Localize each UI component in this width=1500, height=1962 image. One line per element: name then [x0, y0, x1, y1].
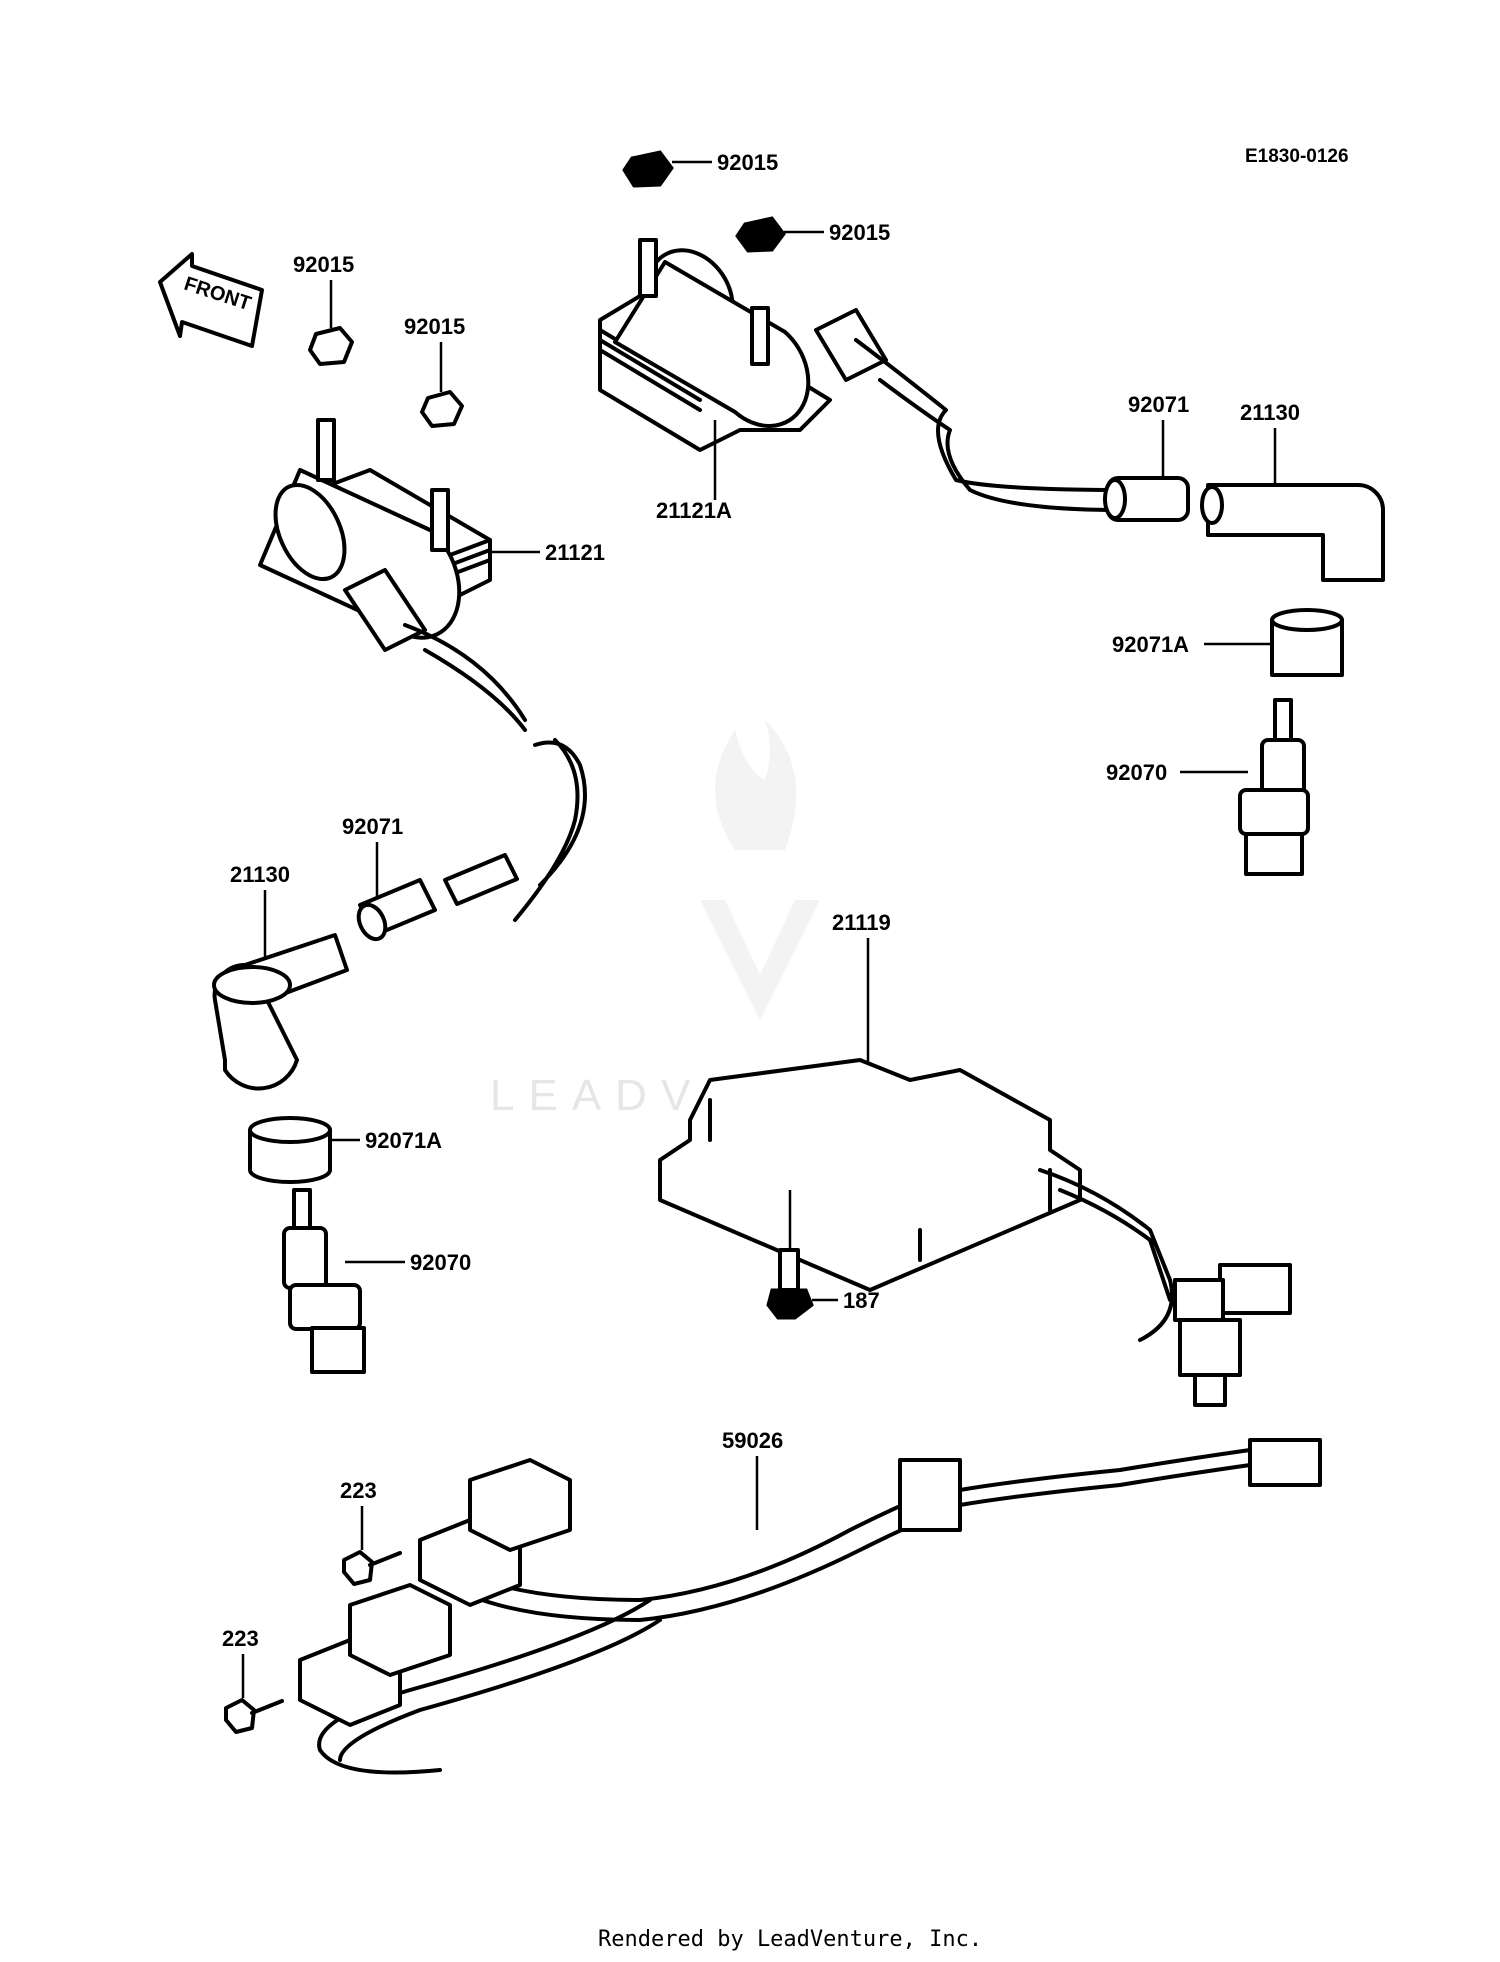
- nut-92015-upper-right: 92015: [735, 216, 890, 253]
- front-arrow-icon: FRONT: [158, 252, 264, 348]
- svg-text:21121: 21121: [545, 540, 605, 565]
- sleeve-92071-left: 92071: [342, 814, 519, 942]
- seal-92071A-right: 92071A: [1112, 608, 1344, 677]
- ignition-coil-left: 21121: [258, 418, 605, 922]
- svg-text:92015: 92015: [829, 220, 890, 245]
- svg-text:92071: 92071: [342, 814, 403, 839]
- diagram-code: E1830-0126: [1245, 146, 1349, 167]
- pickup-harness: 59026: [298, 1428, 1322, 1775]
- svg-text:223: 223: [222, 1626, 259, 1651]
- spark-plug-92070-right: 92070: [1106, 698, 1310, 876]
- svg-text:92071: 92071: [1128, 392, 1189, 417]
- ignition-coil-right: 21121A: [598, 238, 1128, 523]
- bolt-187: 187: [766, 1248, 880, 1320]
- svg-text:92015: 92015: [404, 314, 465, 339]
- footer-credit: Rendered by LeadVenture, Inc.: [598, 1927, 982, 1952]
- igniter-unit: 21119: [658, 910, 1292, 1407]
- svg-text:223: 223: [340, 1478, 377, 1503]
- svg-text:92015: 92015: [293, 252, 354, 277]
- svg-text:92070: 92070: [410, 1250, 471, 1275]
- svg-text:21130: 21130: [1240, 400, 1300, 425]
- svg-text:92070: 92070: [1106, 760, 1167, 785]
- svg-text:187: 187: [843, 1288, 880, 1313]
- svg-text:21121A: 21121A: [656, 498, 732, 523]
- plug-cap-21130-left: 21130: [212, 862, 349, 1091]
- nut-92015-top: 92015: [622, 150, 778, 188]
- watermark-logo: [700, 720, 820, 1020]
- svg-text:59026: 59026: [722, 1428, 783, 1453]
- svg-text:92015: 92015: [717, 150, 778, 175]
- nut-92015-left-2: 92015: [404, 314, 465, 428]
- nut-92015-left-1: 92015: [293, 252, 354, 366]
- svg-text:21119: 21119: [832, 910, 891, 935]
- screw-223-upper: 223: [340, 1478, 402, 1586]
- seal-92071A-left: 92071A: [248, 1116, 442, 1184]
- sleeve-92071-right: 92071: [1103, 392, 1190, 522]
- svg-text:21130: 21130: [230, 862, 290, 887]
- screw-223-lower: 223: [222, 1626, 284, 1734]
- plug-cap-21130-right: 21130: [1200, 400, 1385, 582]
- svg-text:92071A: 92071A: [365, 1128, 442, 1153]
- spark-plug-92070-left: 92070: [282, 1188, 471, 1374]
- svg-text:92071A: 92071A: [1112, 632, 1189, 657]
